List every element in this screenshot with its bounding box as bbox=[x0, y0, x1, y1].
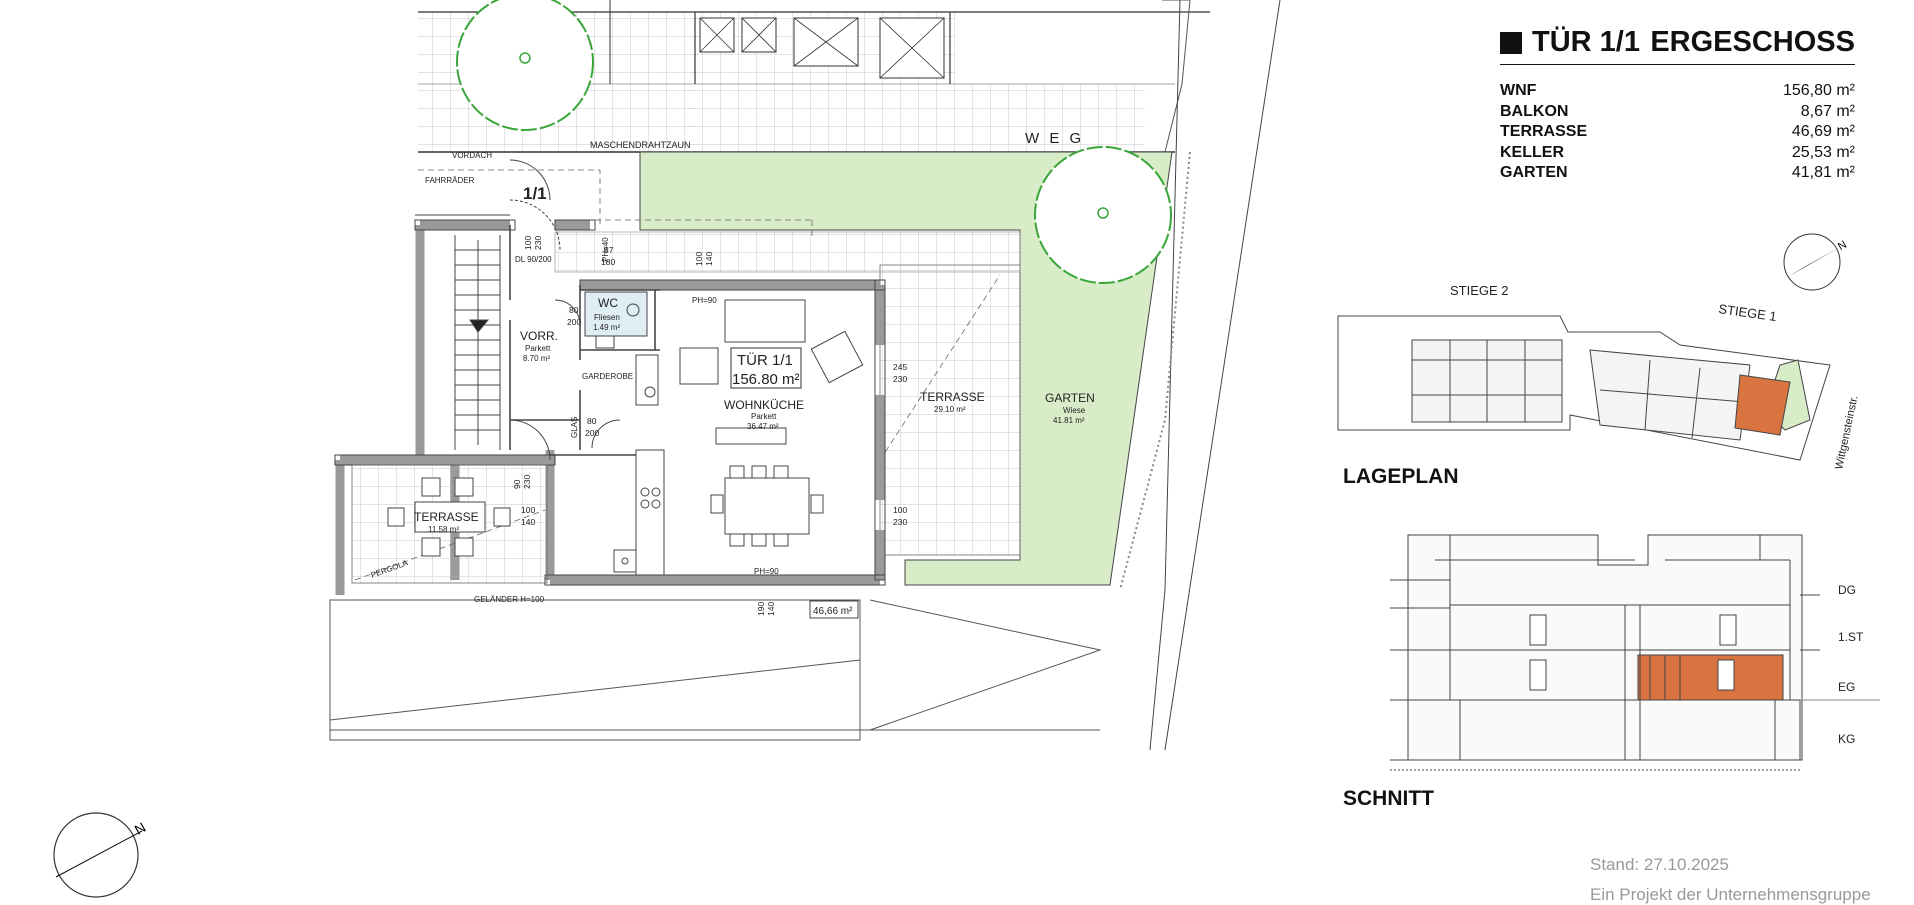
street-label: Wittgensteinstr. bbox=[1833, 395, 1860, 471]
wc-room bbox=[584, 291, 648, 337]
lageplan-title: LAGEPLAN bbox=[1343, 465, 1459, 488]
garden-area bbox=[639, 151, 1173, 586]
unit-title-text: TÜR 1/1 bbox=[1532, 26, 1640, 58]
area-value: 41,81 m² bbox=[1791, 164, 1855, 181]
stiege2-label: STIEGE 2 bbox=[1450, 283, 1509, 298]
vorr-floor: Parkett bbox=[525, 344, 551, 353]
area-label: GARTEN bbox=[1500, 164, 1568, 181]
dim-2b: 180 bbox=[601, 257, 615, 267]
wohnkueche-name: WOHNKÜCHE bbox=[724, 398, 804, 412]
area-table: WNF 156,80 m² BALKON 8,67 m² TERRASSE 46,69… bbox=[1500, 82, 1855, 185]
section-dg: DG bbox=[1838, 583, 1856, 597]
terrasse-main-area: 29.10 m² bbox=[934, 405, 966, 414]
area-row: KELLER 25,53 m² bbox=[1500, 144, 1855, 165]
garten-name: GARTEN bbox=[1045, 391, 1095, 405]
terrasse-small-area: 11.58 m² bbox=[428, 525, 459, 534]
area-label: WNF bbox=[1500, 82, 1537, 99]
ph40-label: PH=40 bbox=[601, 237, 610, 262]
maschendrahtzaun-label: MASCHENDRAHTZAUN bbox=[590, 140, 691, 150]
section-kg: KG bbox=[1838, 732, 1855, 746]
unit-tag-name: TÜR 1/1 bbox=[737, 351, 793, 369]
dim-1a: 100 bbox=[523, 236, 533, 250]
dim-10a: 190 bbox=[756, 602, 766, 616]
area-row: WNF 156,80 m² bbox=[1500, 82, 1855, 103]
staircase bbox=[454, 235, 501, 450]
unit-tag-area: 156.80 m² bbox=[732, 371, 800, 388]
dim-6b: 200 bbox=[585, 428, 599, 438]
north-arrow-large-icon: N bbox=[53, 812, 148, 898]
section-1st: 1.ST bbox=[1838, 630, 1864, 644]
wohnkueche-floor: Parkett bbox=[751, 412, 777, 421]
gelaender-label: GELÄNDER H=100 bbox=[474, 595, 545, 604]
vorr-name: VORR. bbox=[520, 329, 558, 343]
weg-label: W E G bbox=[1025, 130, 1084, 147]
area-value: 8,67 m² bbox=[1800, 102, 1855, 120]
site-plan: STIEGE 2 STIEGE 1 Wittgensteinstr. bbox=[1337, 283, 1861, 471]
dim-7b: 230 bbox=[522, 475, 532, 489]
dim-4b: 200 bbox=[567, 317, 581, 327]
area-value: 156,80 m² bbox=[1782, 82, 1855, 99]
garten-area: 41.81 m² bbox=[1053, 416, 1085, 425]
area-label: KELLER bbox=[1500, 143, 1564, 161]
dim-5a: 245 bbox=[893, 362, 907, 372]
wohnkueche-area: 36.47 m² bbox=[747, 422, 779, 431]
area-row: TERRASSE 46,69 m² bbox=[1500, 123, 1855, 144]
dim-8a: 100 bbox=[521, 505, 535, 515]
wc-area: 1.49 m² bbox=[593, 323, 620, 332]
garten-floor: Wiese bbox=[1063, 406, 1086, 415]
dim-10b: 140 bbox=[766, 602, 776, 616]
dim-8b: 140 bbox=[521, 517, 535, 527]
area-value: 25,53 m² bbox=[1791, 143, 1855, 161]
area-box-label: 46,66 m² bbox=[813, 606, 853, 617]
vordach-label: VORDACH bbox=[452, 151, 492, 160]
living-furniture bbox=[679, 299, 864, 547]
dim-4a: 80 bbox=[569, 305, 579, 315]
area-row: BALKON 8,67 m² bbox=[1500, 103, 1855, 124]
north-arrow-small-icon: N bbox=[1783, 233, 1849, 291]
unit-title: TÜR 1/1 bbox=[1500, 26, 1640, 59]
fahrraeder-label: FAHRRÄDER bbox=[425, 176, 475, 185]
glas-label: GLAS bbox=[570, 417, 579, 438]
small-terrace-table bbox=[387, 477, 511, 557]
ph90-top-label: PH=90 bbox=[692, 296, 717, 305]
area-label: TERRASSE bbox=[1500, 123, 1588, 140]
tree-top-left bbox=[456, 0, 594, 131]
terrasse-main-name: TERRASSE bbox=[920, 390, 985, 404]
dim-6a: 80 bbox=[587, 416, 597, 426]
terrasse-small-name: TERRASSE bbox=[414, 510, 479, 524]
area-value: 46,69 m² bbox=[1791, 123, 1855, 140]
dim-2a: 87 bbox=[604, 245, 614, 255]
dim-1b: 230 bbox=[533, 236, 543, 250]
dim-9a: 100 bbox=[893, 505, 907, 515]
area-row: GARTEN 41,81 m² bbox=[1500, 164, 1855, 185]
square-icon bbox=[1500, 31, 1522, 54]
dim-9b: 230 bbox=[893, 517, 907, 527]
building-section: DG 1.ST EG KG bbox=[1390, 534, 1880, 771]
area-box bbox=[809, 600, 859, 619]
garderobe-label: GARDEROBE bbox=[582, 372, 633, 381]
section-eg: EG bbox=[1838, 680, 1855, 694]
schnitt-title: SCHNITT bbox=[1343, 787, 1434, 810]
stiege1-label: STIEGE 1 bbox=[1718, 301, 1778, 324]
tree-garden bbox=[1034, 146, 1172, 284]
dim-3b: 140 bbox=[704, 252, 714, 266]
unit-number-label: 1/1 bbox=[523, 184, 547, 203]
dim-5b: 230 bbox=[893, 374, 907, 384]
kitchen-counter bbox=[613, 354, 665, 576]
stand-date: Stand: 27.10.2025 bbox=[1590, 855, 1729, 874]
dim-3a: 100 bbox=[694, 252, 704, 266]
dim-7a: 90 bbox=[512, 479, 522, 489]
wc-name: WC bbox=[598, 296, 618, 310]
vorr-area: 8.70 m² bbox=[523, 354, 550, 363]
area-label: BALKON bbox=[1500, 102, 1569, 120]
header-rule bbox=[1500, 64, 1855, 65]
project-line: Ein Projekt der Unternehmensgruppe bbox=[1590, 885, 1871, 904]
building-walls bbox=[335, 220, 885, 595]
floor-title: ERGESCHOSS bbox=[1650, 26, 1855, 58]
wc-floor: Fliesen bbox=[594, 313, 620, 322]
ph90-bottom-label: PH=90 bbox=[754, 567, 779, 576]
terrace-main-paving bbox=[879, 264, 1021, 556]
dl-label: DL 90/200 bbox=[515, 255, 552, 264]
